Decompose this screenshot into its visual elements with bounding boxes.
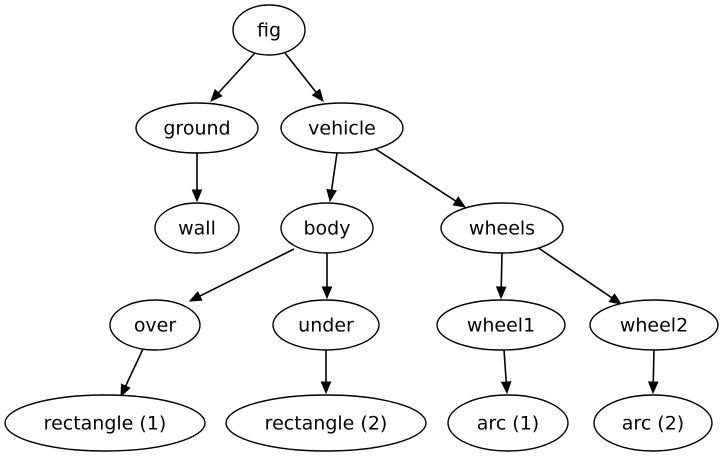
node-shape-fig[interactable] xyxy=(232,4,306,56)
arrowhead-icon xyxy=(647,381,659,395)
node-shape-ground[interactable] xyxy=(135,102,259,154)
arrowhead-icon xyxy=(500,381,512,395)
node-ground[interactable]: ground xyxy=(135,102,259,154)
edge-wheels-to-wheel1 xyxy=(495,252,507,300)
edge-under-to-rect2 xyxy=(320,350,332,395)
node-body[interactable]: body xyxy=(280,202,374,254)
edge-vehicle-to-wheels xyxy=(373,147,467,208)
edge-line xyxy=(500,252,503,288)
edge-line xyxy=(217,52,256,94)
node-label-arc1: arc (1) xyxy=(477,413,539,435)
node-shape-under[interactable] xyxy=(272,299,380,351)
arrowhead-icon xyxy=(191,189,203,203)
arrowhead-icon xyxy=(495,286,507,300)
edge-body-to-under xyxy=(321,253,333,300)
node-shape-arc2[interactable] xyxy=(593,394,713,452)
edge-fig-to-vehicle xyxy=(284,52,324,103)
edge-line xyxy=(536,246,613,299)
arrowhead-icon xyxy=(321,286,333,300)
node-arc2[interactable]: arc (2) xyxy=(593,394,713,452)
node-under[interactable]: under xyxy=(272,299,380,351)
node-label-wheel1: wheel1 xyxy=(467,315,535,337)
node-fig[interactable]: fig xyxy=(232,4,306,56)
edge-over-to-rect1 xyxy=(120,348,144,398)
node-over[interactable]: over xyxy=(109,299,201,351)
node-wheel1[interactable]: wheel1 xyxy=(436,299,566,351)
node-shape-rect2[interactable] xyxy=(225,394,427,452)
edge-line xyxy=(330,152,338,191)
arrowhead-icon xyxy=(188,291,203,302)
edge-line xyxy=(284,52,317,93)
node-wall[interactable]: wall xyxy=(154,202,240,254)
node-shape-vehicle[interactable] xyxy=(280,102,404,154)
edge-line xyxy=(199,248,295,297)
arrowhead-icon xyxy=(608,293,623,305)
node-rect2[interactable]: rectangle (2) xyxy=(225,394,427,452)
arrowhead-icon xyxy=(311,88,324,103)
node-label-ground: ground xyxy=(163,118,230,140)
edge-vehicle-to-body xyxy=(326,152,338,203)
node-label-body: body xyxy=(304,218,351,240)
edge-line xyxy=(503,349,508,383)
arrowhead-icon xyxy=(120,383,131,398)
node-rect1[interactable]: rectangle (1) xyxy=(4,394,206,452)
arrowhead-icon xyxy=(452,196,467,208)
node-shape-arc1[interactable] xyxy=(447,394,569,452)
node-shape-wheel1[interactable] xyxy=(436,299,566,351)
node-wheel2[interactable]: wheel2 xyxy=(589,299,719,351)
edge-line xyxy=(373,147,457,202)
node-shape-rect1[interactable] xyxy=(4,394,206,452)
edge-body-to-over xyxy=(188,248,295,302)
node-label-wheel2: wheel2 xyxy=(620,315,688,337)
node-vehicle[interactable]: vehicle xyxy=(280,102,404,154)
node-label-arc2: arc (2) xyxy=(622,413,684,435)
edge-fig-to-ground xyxy=(210,52,256,102)
node-shape-wall[interactable] xyxy=(154,202,240,254)
node-label-under: under xyxy=(298,315,354,337)
node-shape-over[interactable] xyxy=(109,299,201,351)
arrowhead-icon xyxy=(210,88,223,102)
edges-layer xyxy=(120,52,659,398)
node-arc1[interactable]: arc (1) xyxy=(447,394,569,452)
nodes-layer: fig ground vehicle wall body wheels over under w… xyxy=(4,4,719,452)
node-shape-body[interactable] xyxy=(280,202,374,254)
node-label-fig: fig xyxy=(257,20,281,42)
edge-line xyxy=(652,349,655,383)
node-label-rect1: rectangle (1) xyxy=(44,413,167,435)
edge-wheel2-to-arc2 xyxy=(647,349,659,395)
arrowhead-icon xyxy=(320,381,332,395)
arrowhead-icon xyxy=(326,188,337,203)
node-shape-wheel2[interactable] xyxy=(589,299,719,351)
edge-wheels-to-wheel2 xyxy=(536,246,623,305)
node-shape-wheels[interactable] xyxy=(440,202,564,254)
node-label-wall: wall xyxy=(178,218,216,240)
node-label-over: over xyxy=(134,315,177,337)
node-wheels[interactable]: wheels xyxy=(440,202,564,254)
edge-ground-to-wall xyxy=(191,153,203,203)
node-label-vehicle: vehicle xyxy=(308,118,376,140)
node-label-rect2: rectangle (2) xyxy=(265,413,388,435)
edge-line xyxy=(124,348,144,387)
node-label-wheels: wheels xyxy=(469,218,535,240)
edge-wheel1-to-arc1 xyxy=(500,349,512,395)
